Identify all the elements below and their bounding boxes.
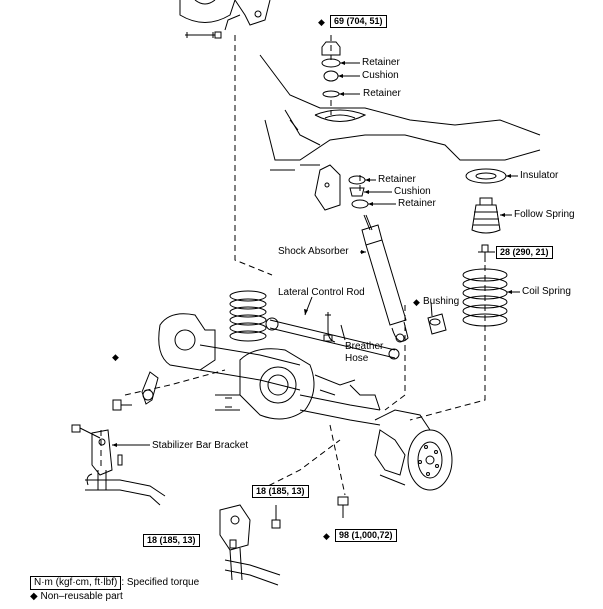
label-bushing: Bushing: [423, 296, 460, 307]
label-shock-absorber: Shock Absorber: [278, 246, 349, 257]
bushing-part: [427, 313, 447, 335]
torque-box-spring-bolt: 28 (290, 21): [496, 246, 553, 259]
lateral-control-rod: [265, 317, 400, 360]
label-lateral-control-rod: Lateral Control Rod: [278, 287, 365, 298]
breather-hose-part: [323, 312, 336, 343]
label-coil-spring: Coil Spring: [522, 286, 571, 297]
legend-unit-box: N·m (kgf·cm, ft·lbf): [30, 576, 122, 590]
label-retainer-low2: Retainer: [398, 198, 436, 209]
legend-diamond: ◆: [30, 591, 38, 602]
torque-box-bracket-b: 18 (185, 13): [143, 534, 200, 547]
left-coil-spring: [229, 290, 267, 342]
label-retainer-low1: Retainer: [378, 174, 416, 185]
torque-box-top-nut: 69 (704, 51): [330, 15, 387, 28]
left-bracket-bolt: [112, 371, 159, 411]
leader-arrows: [112, 61, 512, 447]
label-insulator: Insulator: [520, 170, 559, 181]
insulator-spring: [465, 168, 507, 234]
label-stabilizer-bar-bracket: Stabilizer Bar Bracket: [152, 440, 249, 451]
torque-box-bracket-a: 18 (185, 13): [252, 485, 309, 498]
nonreusable-diamond-bushing: ◆: [413, 297, 420, 307]
guide-lines: [100, 35, 486, 496]
upper-body-mount: [179, 0, 271, 39]
legend-unit-text: : Specified torque: [121, 577, 200, 588]
axle-housing: [158, 313, 381, 426]
legend-nonreusable: ◆ Non–reusable part: [30, 591, 123, 603]
legend-torque: N·m (kgf·cm, ft·lbf): Specified torque: [30, 576, 199, 590]
label-cushion-top: Cushion: [362, 70, 399, 81]
spring-bolt: [481, 244, 489, 262]
stabilizer-bracket-lower: [219, 504, 281, 586]
label-breather-hose: Breather Hose: [345, 341, 384, 364]
nonreusable-diamond-left: ◆: [112, 352, 119, 362]
nonreusable-diamond-top: ◆: [318, 17, 325, 27]
stabilizer-bracket-left: [71, 424, 166, 506]
nonreusable-diamond-bottom: ◆: [323, 531, 330, 541]
right-hub: [374, 409, 453, 491]
label-cushion-low: Cushion: [394, 186, 431, 197]
label-retainer-top: Retainer: [362, 57, 400, 68]
legend-nonreusable-text: Non–reusable part: [40, 591, 123, 602]
label-follow-spring: Follow Spring: [514, 209, 575, 220]
shock-absorber: [361, 214, 409, 343]
torque-box-bottom-bolt: 98 (1,000,72): [335, 529, 397, 542]
coil-spring: [462, 268, 508, 327]
bottom-bolt: [337, 496, 349, 518]
label-retainer-mid: Retainer: [363, 88, 401, 99]
body-frame: [259, 54, 541, 211]
